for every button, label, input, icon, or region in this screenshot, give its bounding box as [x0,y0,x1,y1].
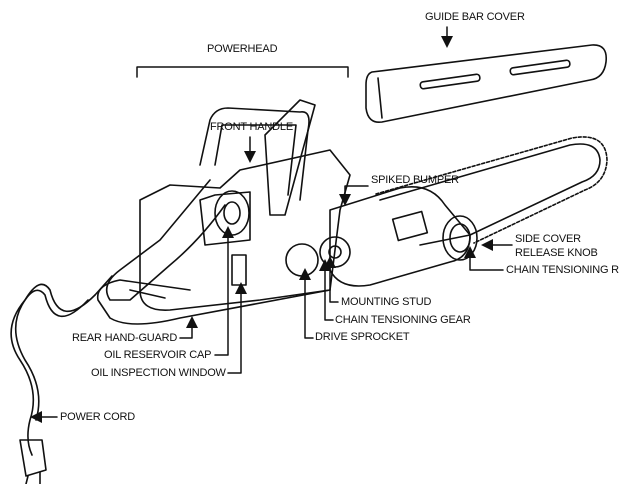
label-chain-tensioning-gear: CHAIN TENSIONING GEAR [335,314,471,326]
label-powerhead: POWERHEAD [207,43,278,55]
rear-handle-drawing [94,179,226,301]
label-spiked-bumper: SPIKED BUMPER [371,174,459,186]
label-front-handle: FRONT HANDLE [210,121,293,133]
guide-bar-drawing [375,136,608,246]
label-power-cord: POWER CORD [60,411,136,423]
leader-lines [30,26,513,423]
label-drive-sprocket: DRIVE SPROCKET [315,331,410,343]
power-cord-drawing [10,283,96,484]
guide-bar-cover-drawing [365,44,608,124]
label-side-cover-line1: SIDE COVER [515,233,581,245]
side-cover-drawing [329,186,478,287]
label-oil-inspection-window: OIL INSPECTION WINDOW [91,367,226,379]
label-guide-bar-cover: GUIDE BAR COVER [425,11,525,23]
label-mounting-stud: MOUNTING STUD [341,296,432,308]
label-oil-reservoir-cap: OIL RESERVOIR CAP [104,349,212,361]
label-chain-tensioning-ring: CHAIN TENSIONING RING [506,264,619,276]
label-rear-hand-guard: REAR HAND-GUARD [72,332,178,344]
label-side-cover-line2: RELEASE KNOB [515,247,598,259]
powerhead-bracket [136,66,349,78]
